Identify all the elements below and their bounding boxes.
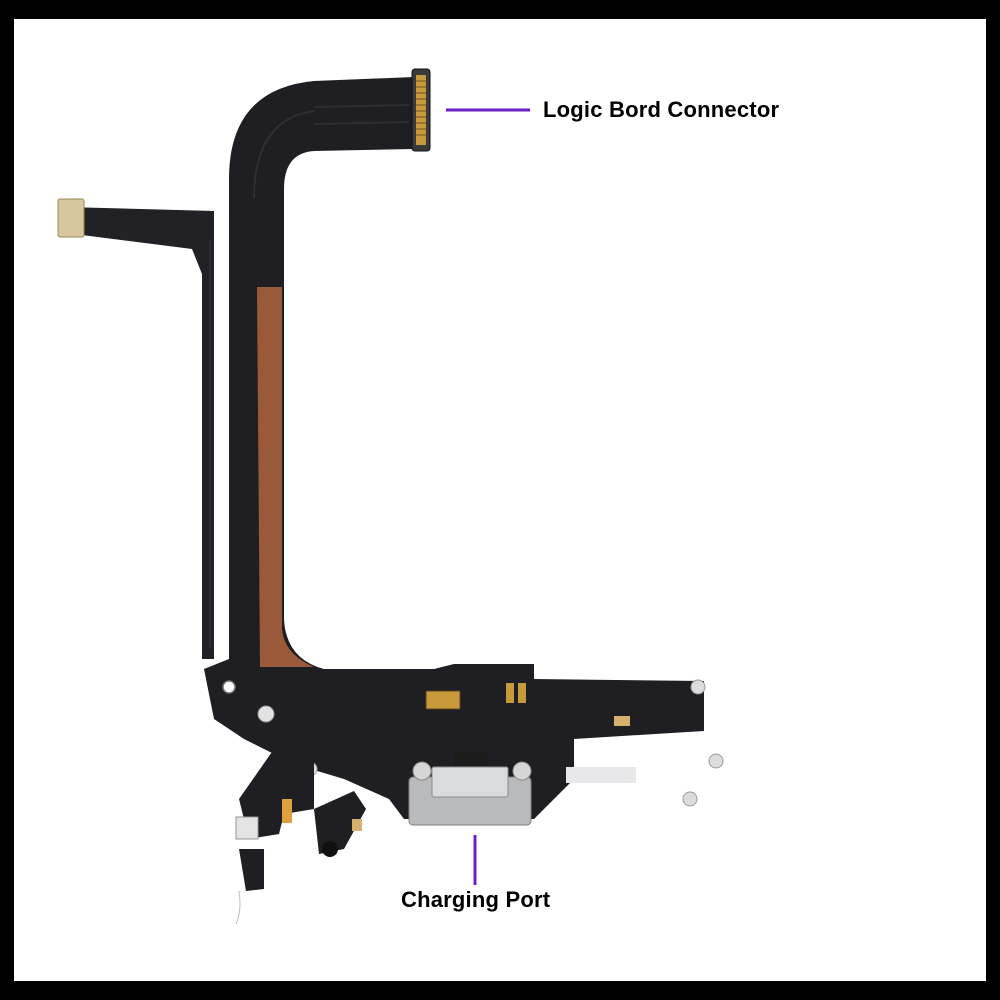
flex-cable-illustration xyxy=(57,68,724,925)
copper-stiffener xyxy=(257,287,314,667)
logic-board-connector-graphic xyxy=(411,68,431,152)
logic-board-connector-label: Logic Bord Connector xyxy=(543,97,780,122)
charging-port-graphic xyxy=(408,752,532,826)
small-connector-pad xyxy=(57,198,85,238)
charging-port-label: Charging Port xyxy=(401,887,551,912)
main-flex-cable xyxy=(204,77,704,819)
auxiliary-flex-pieces xyxy=(235,749,366,925)
secondary-flex-cable xyxy=(57,198,214,659)
diagram-canvas: Logic Bord Connector Charging Port xyxy=(14,19,986,981)
